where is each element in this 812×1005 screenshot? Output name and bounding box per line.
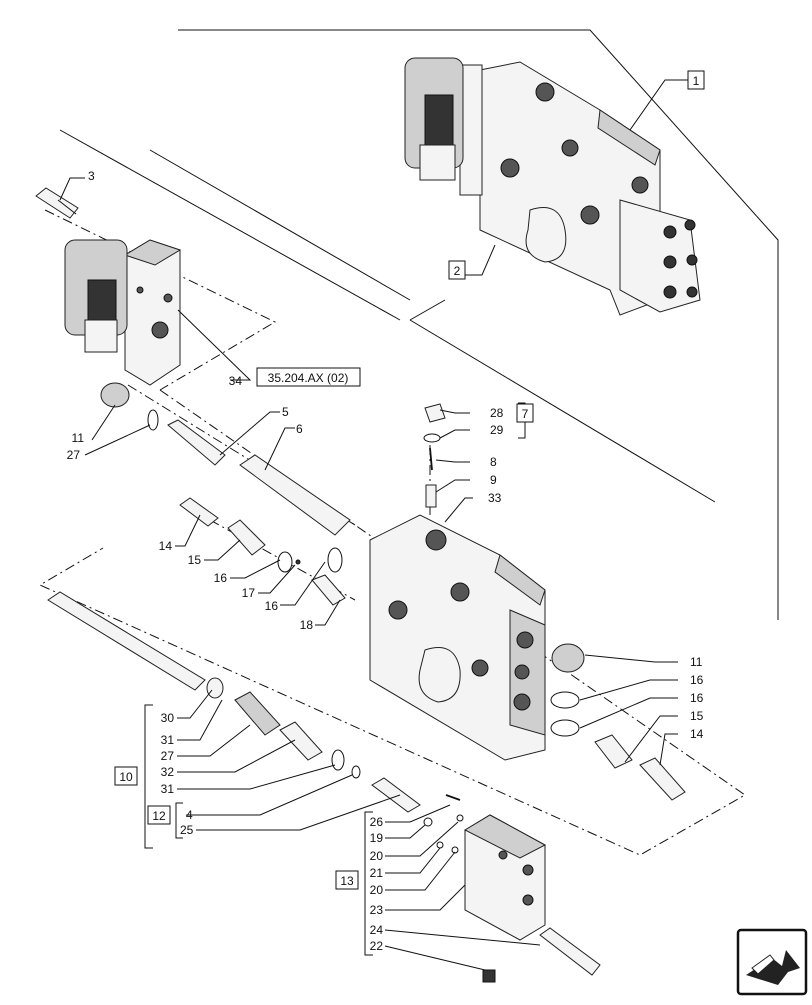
- callout-box-10: [114, 766, 138, 786]
- callout-16-d: 16: [690, 691, 704, 705]
- callout-2: 2: [454, 264, 461, 278]
- callout-7: 7: [522, 407, 529, 421]
- valve-section-top: [404, 57, 701, 316]
- reference-label[interactable]: 35.204.AX (02): [268, 371, 349, 385]
- frame-lines: [59, 29, 779, 620]
- callout-34: 34: [229, 374, 243, 388]
- callout-15-left: 15: [188, 553, 202, 567]
- spool-parts-right: [550, 643, 686, 801]
- callout-box-7: [516, 403, 534, 423]
- end-plate-left: [64, 239, 182, 386]
- callout-20-a: 20: [370, 849, 384, 863]
- callout-27-left: 27: [67, 448, 81, 462]
- callout-23: 23: [370, 903, 384, 917]
- callout-20-b: 20: [370, 883, 384, 897]
- valve-section-main: [369, 514, 546, 761]
- callout-31-a: 31: [161, 733, 175, 747]
- callout-box-12: [147, 805, 171, 825]
- callout-19: 19: [370, 831, 384, 845]
- callout-17: 17: [242, 586, 256, 600]
- callout-1: 1: [693, 74, 700, 88]
- callout-26: 26: [370, 815, 384, 829]
- callout-11-left: 11: [72, 431, 85, 445]
- callout-11-right: 11: [690, 655, 703, 669]
- callout-31-b: 31: [161, 782, 175, 796]
- callout-22: 22: [370, 939, 384, 953]
- spool-parts-upper: [100, 382, 446, 606]
- leader-lines: [59, 79, 688, 971]
- callout-25: 25: [180, 823, 194, 837]
- callout-13: 13: [340, 874, 354, 888]
- spool-parts-lower: [47, 591, 461, 813]
- callout-9: 9: [490, 473, 497, 487]
- callout-24: 24: [370, 923, 384, 937]
- callout-14-right: 14: [690, 727, 704, 741]
- callout-16-b: 16: [265, 599, 279, 613]
- callout-12: 12: [152, 809, 166, 823]
- callout-box-13: [335, 870, 359, 890]
- bolt-3: [35, 187, 79, 219]
- callout-21: 21: [370, 866, 384, 880]
- callout-29: 29: [490, 423, 504, 437]
- callout-3: 3: [88, 169, 95, 183]
- callout-33: 33: [488, 491, 502, 505]
- callout-18: 18: [300, 618, 314, 632]
- callout-27-right: 27: [161, 749, 175, 763]
- end-cap-bottom: [423, 814, 601, 983]
- callout-box-1: [687, 70, 705, 90]
- callout-15-right: 15: [690, 709, 704, 723]
- callout-4: 4: [186, 808, 193, 822]
- callout-numbers: 3 34 5 6 11 27 28 29 8 9 33 14 15 16 17 …: [67, 169, 704, 953]
- callout-box-2: [448, 260, 466, 280]
- next-page-arrow-icon[interactable]: [736, 928, 808, 996]
- callout-14-left: 14: [159, 539, 173, 553]
- callout-10: 10: [119, 770, 133, 784]
- callout-16-c: 16: [690, 673, 704, 687]
- callout-16-a: 16: [214, 571, 228, 585]
- callout-30: 30: [161, 711, 175, 725]
- reference-box: [256, 367, 361, 387]
- callout-8: 8: [490, 455, 497, 469]
- callout-5: 5: [282, 405, 289, 419]
- callout-32: 32: [161, 765, 175, 779]
- callout-6: 6: [296, 422, 303, 436]
- callout-28: 28: [490, 406, 504, 420]
